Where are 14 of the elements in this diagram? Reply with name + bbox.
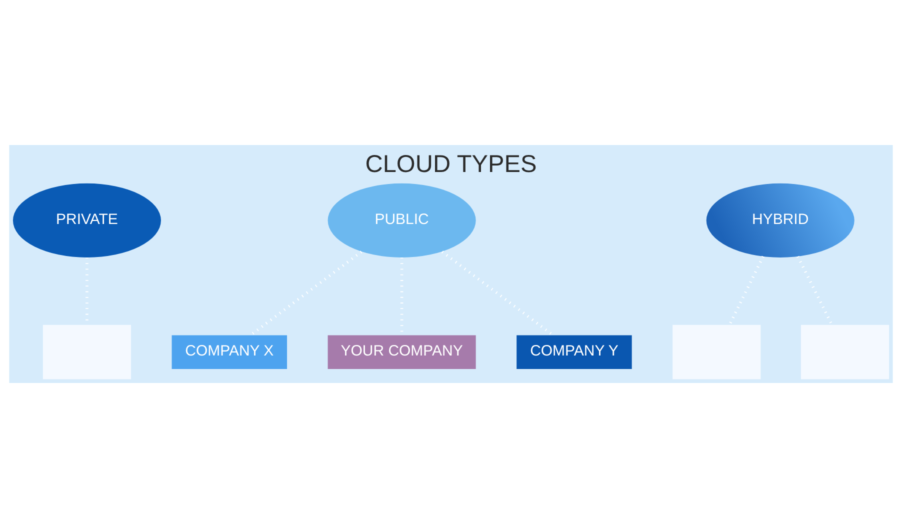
node-box: [800, 324, 890, 380]
node-ellipse: HYBRID: [706, 183, 854, 258]
connector: [250, 250, 362, 336]
node-box: [42, 324, 131, 380]
diagram-title: CLOUD TYPES: [365, 150, 537, 178]
node-ellipse: PUBLIC: [328, 183, 476, 258]
node-box: YOUR COMPANY: [328, 335, 476, 369]
node-box: [672, 324, 761, 380]
node-box: COMPANY Y: [516, 335, 632, 369]
node-ellipse: PRIVATE: [12, 183, 161, 258]
node-box: COMPANY X: [172, 335, 288, 369]
connector: [796, 256, 834, 326]
connector: [728, 256, 764, 326]
connector: [441, 250, 554, 336]
